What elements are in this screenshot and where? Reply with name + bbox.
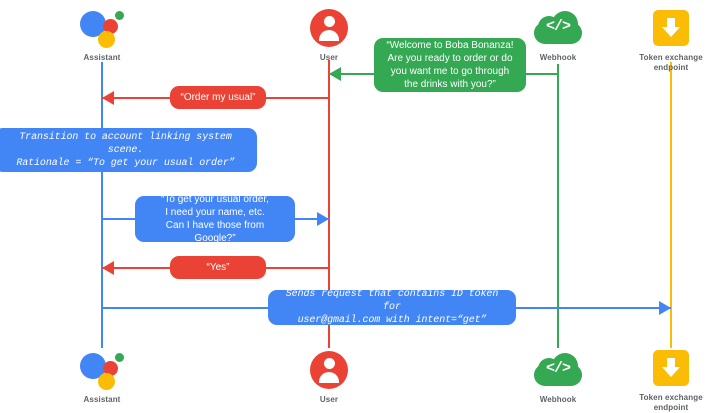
message-bubble-welcome: “Welcome to Boba Bonanza! Are you ready … [374, 38, 526, 92]
cloud-code-icon: </> [498, 348, 618, 392]
actor-label-user-bottom: User [319, 395, 339, 404]
message-bubble-need-your-name: “To get your usual order, I need your na… [135, 194, 295, 244]
actor-label-endpoint-bottom: Token exchange endpoint [639, 393, 703, 412]
lifeline-user [328, 60, 330, 286]
actor-assistant-top: Assistant [42, 6, 162, 63]
google-assistant-dots-icon [42, 6, 162, 50]
message-bubble-order-my-usual: “Order my usual” [170, 86, 266, 109]
lifeline-endpoint [670, 62, 672, 348]
actor-label-endpoint-top: Token exchange endpoint [639, 53, 703, 72]
actor-assistant-bottom: Assistant [42, 348, 162, 405]
arrow-head-yes [102, 261, 114, 275]
lifeline-webhook [557, 64, 559, 348]
actor-label-webhook-bottom: Webhook [539, 395, 577, 404]
download-box-icon [611, 6, 725, 50]
user-avatar-icon [269, 348, 389, 392]
lifeline-assistant [101, 62, 103, 348]
actor-endpoint-bottom: Token exchange endpoint [611, 346, 725, 413]
message-bubble-transition-note: Transition to account linking system sce… [0, 128, 257, 172]
download-box-icon [611, 346, 725, 390]
arrow-head-order-my-usual [102, 91, 114, 105]
user-avatar-icon [269, 6, 389, 50]
actor-user-top: User [269, 6, 389, 63]
message-bubble-sends-request: Sends request that contains ID token for… [268, 289, 516, 326]
actor-label-user-top: User [319, 53, 339, 62]
actor-label-webhook-top: Webhook [539, 53, 577, 62]
google-assistant-dots-icon [42, 348, 162, 392]
arrow-head-sends-request [659, 301, 671, 315]
actor-label-assistant-bottom: Assistant [83, 395, 121, 404]
actor-webhook-top: </> Webhook [498, 6, 618, 63]
cloud-code-icon: </> [498, 6, 618, 50]
message-bubble-yes: “Yes” [170, 256, 266, 279]
actor-label-assistant-top: Assistant [83, 53, 121, 62]
actor-endpoint-top: Token exchange endpoint [611, 6, 725, 73]
actor-user-bottom: User [269, 348, 389, 405]
arrow-head-welcome [329, 67, 341, 81]
actor-webhook-bottom: </> Webhook [498, 348, 618, 405]
arrow-head-need-your-name [317, 212, 329, 226]
